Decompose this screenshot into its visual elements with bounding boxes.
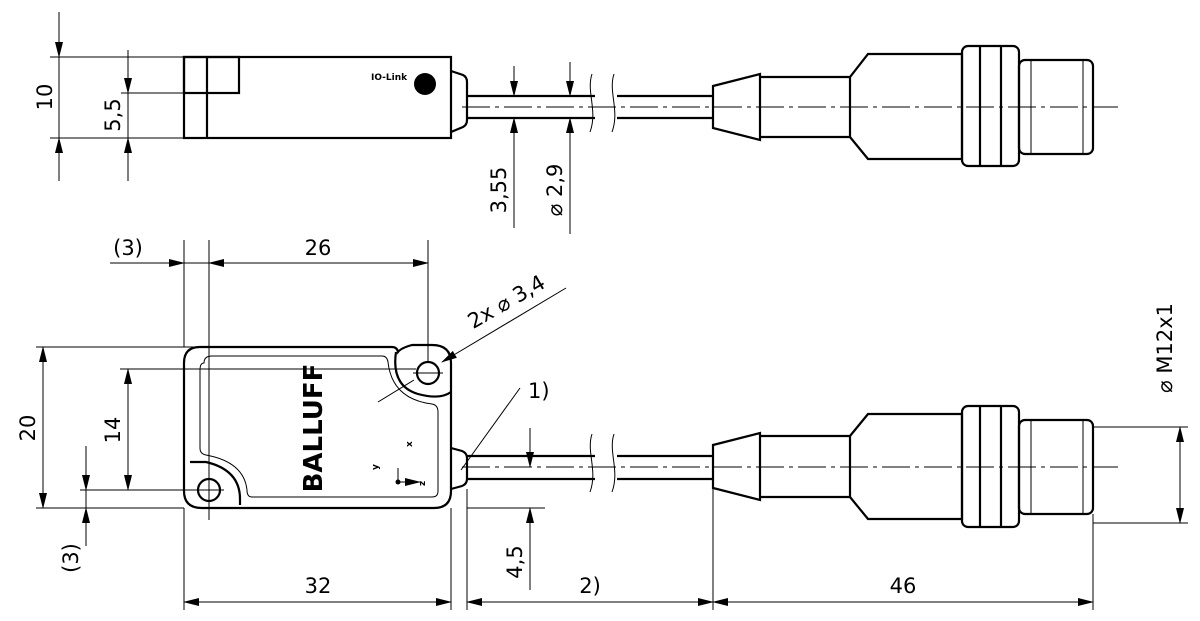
note-1-label: 1) xyxy=(528,379,550,403)
axis-z-label: z xyxy=(418,481,428,486)
axis-y-label: y xyxy=(371,464,381,470)
dim-holes-leader xyxy=(441,287,567,363)
io-link-badge: IO-Link xyxy=(371,73,408,83)
dim-10-label: 10 xyxy=(33,84,57,111)
front-ear-bottom xyxy=(190,460,242,505)
top-connector xyxy=(711,44,1095,168)
dim-32-label: 32 xyxy=(305,574,332,598)
dim-26-label: 26 xyxy=(305,236,332,260)
axis-x-label: x xyxy=(405,441,415,447)
brand-logo: BALLUFF xyxy=(299,364,329,493)
front-view: BALLUFF x y z xyxy=(16,236,1188,610)
led-dot-icon xyxy=(414,73,436,95)
dim-2-9-label: ⌀ 2,9 xyxy=(543,164,567,217)
break-symbol-icon xyxy=(589,433,616,493)
dim-4-5-label: 4,5 xyxy=(503,545,527,578)
front-inner-border xyxy=(199,355,439,498)
axes-icon: x y z xyxy=(371,441,428,486)
dim-cable-label: 2) xyxy=(579,574,601,598)
dim-holes-leader-inner xyxy=(377,379,415,403)
front-housing xyxy=(182,343,453,510)
dim-3-55-label: 3,55 xyxy=(487,167,511,214)
front-ear-top xyxy=(394,351,452,398)
dim-3-bottom-label: (3) xyxy=(59,543,83,573)
dim-14-label: 14 xyxy=(101,417,125,444)
brand-name: BALLUFF xyxy=(299,364,329,493)
dim-3-top-label: (3) xyxy=(113,236,143,260)
top-sensor-body xyxy=(182,55,453,140)
front-cable-gland xyxy=(450,446,469,491)
top-cable-gland xyxy=(450,69,469,134)
dim-46-label: 46 xyxy=(890,574,917,598)
note-1-leader xyxy=(460,387,521,471)
dim-m12-label: ⌀ M12x1 xyxy=(1153,303,1177,393)
top-view: IO-Link 10 xyxy=(33,12,1118,234)
dim-5-5-label: 5,5 xyxy=(101,98,125,131)
dim-holes-label: 2x ⌀ 3,4 xyxy=(464,270,550,333)
break-symbol-icon xyxy=(589,73,616,133)
top-slot xyxy=(182,55,241,95)
dim-20-label: 20 xyxy=(16,415,40,442)
